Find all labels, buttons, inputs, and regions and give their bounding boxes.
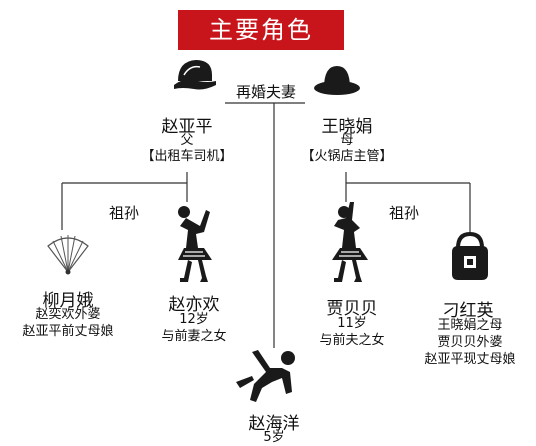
jia-beibei-age: 11岁 xyxy=(337,316,367,331)
zhao-yihuan-name: 赵亦欢 xyxy=(168,295,220,315)
wang-xiaojuan-job: 【火锅店主管】 xyxy=(301,149,393,164)
diao-hongying-desc2: 贾贝贝外婆 xyxy=(437,335,503,350)
liu-yue-e-desc2: 赵亚平前丈母娘 xyxy=(22,324,114,339)
zhao-haiyang-name: 赵海洋 xyxy=(248,414,300,434)
zhao-yaping-name: 赵亚平 xyxy=(161,117,213,137)
zhao-haiyang-age: 5岁 xyxy=(263,430,285,445)
diao-hongying-desc3: 赵亚平现丈母娘 xyxy=(424,352,516,367)
jia-beibei-desc: 与前夫之女 xyxy=(319,333,385,348)
sun-hat-icon xyxy=(312,60,362,104)
grandparent-label-right: 祖孙 xyxy=(388,204,419,222)
liu-yue-e-name: 柳月娥 xyxy=(42,291,94,311)
grandparent-label-left: 祖孙 xyxy=(108,204,139,222)
zhao-yaping-job: 【出租车司机】 xyxy=(141,149,233,164)
wang-xiaojuan-role: 母 xyxy=(340,133,354,148)
dancer-icon xyxy=(170,204,220,288)
wang-xiaojuan-name: 王晓娟 xyxy=(321,117,373,137)
cap-icon xyxy=(170,55,220,101)
fan-icon xyxy=(44,232,92,280)
dancer-icon xyxy=(324,198,374,288)
diao-hongying-name: 刁红英 xyxy=(442,301,494,321)
zhao-yaping-role: 父 xyxy=(180,133,194,148)
falling-person-icon xyxy=(232,348,304,408)
diao-hongying-desc1: 王晓娟之母 xyxy=(437,318,503,333)
page-title: 主要角色 xyxy=(178,10,344,50)
jia-beibei-name: 贾贝贝 xyxy=(326,299,378,319)
zhao-yihuan-desc: 与前妻之女 xyxy=(161,329,227,344)
zhao-yihuan-age: 12岁 xyxy=(179,312,209,327)
remarried-label: 再婚夫妻 xyxy=(228,81,304,102)
liu-yue-e-desc1: 赵奕欢外婆 xyxy=(35,307,101,322)
handbag-icon xyxy=(448,230,492,286)
